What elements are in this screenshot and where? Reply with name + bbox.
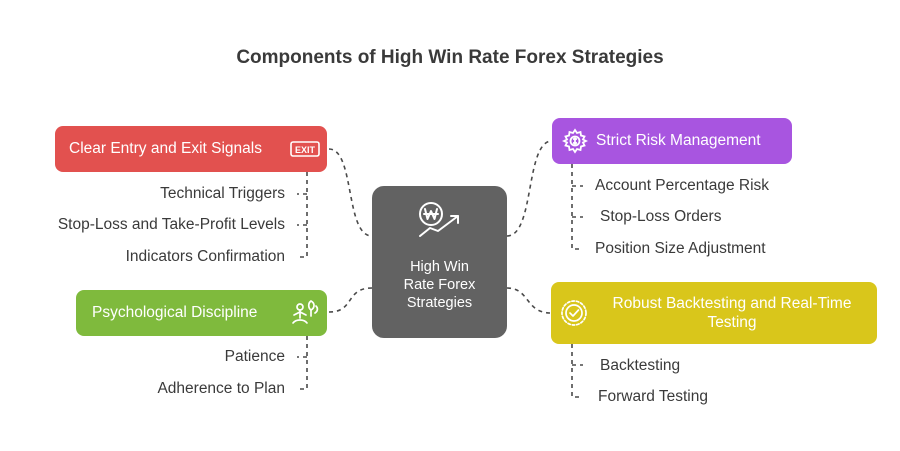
item-indicators-confirmation: Indicators Confirmation — [125, 248, 285, 265]
connector-testing — [506, 287, 552, 314]
branch-testing-label-line-1: Robust Backtesting and Real-Time — [612, 295, 852, 312]
branch-entry-exit: Clear Entry and Exit Signals — [55, 126, 327, 172]
branch-psychology-label: Psychological Discipline — [92, 304, 258, 321]
meditation-icon — [292, 300, 319, 324]
connector-psychology — [328, 287, 373, 313]
connector-testing-items — [571, 344, 583, 398]
seal-check-icon — [561, 300, 587, 326]
branch-risk: Strict Risk Management — [552, 118, 792, 164]
branch-risk-label: Strict Risk Management — [596, 132, 761, 149]
branch-psychology: Psychological Discipline — [76, 290, 327, 336]
exit-sign-text: EXIT — [295, 145, 316, 155]
item-adherence-to-plan: Adherence to Plan — [157, 380, 285, 397]
connector-entry-items — [297, 172, 308, 258]
item-stop-loss-take-profit: Stop-Loss and Take-Profit Levels — [57, 216, 285, 233]
branch-entry-exit-label: Clear Entry and Exit Signals — [69, 140, 262, 157]
connector-risk — [506, 140, 553, 237]
connector-psychology-items — [297, 336, 308, 390]
item-account-percentage-risk: Account Percentage Risk — [595, 177, 770, 194]
item-patience: Patience — [224, 348, 285, 365]
center-line-1: High Win — [410, 259, 469, 275]
item-stop-loss-orders: Stop-Loss Orders — [600, 208, 722, 225]
gear-icon — [562, 128, 588, 154]
branch-testing: Robust Backtesting and Real-Time Testing — [551, 282, 877, 344]
connector-entry-exit — [328, 148, 373, 237]
item-forward-testing: Forward Testing — [598, 388, 708, 405]
center-node: High Win Rate Forex Strategies — [372, 186, 507, 338]
diagram-title: Components of High Win Rate Forex Strate… — [236, 47, 664, 68]
center-line-3: Strategies — [406, 295, 473, 311]
money-growth-icon — [419, 202, 459, 237]
item-backtesting: Backtesting — [600, 357, 681, 374]
item-position-size-adjustment: Position Size Adjustment — [595, 240, 766, 257]
exit-sign-icon: EXIT — [290, 141, 320, 157]
center-line-2: Rate Forex — [403, 277, 476, 293]
item-technical-triggers: Technical Triggers — [160, 185, 285, 202]
connector-risk-items — [571, 164, 583, 250]
branch-testing-label-line-2: Testing — [707, 314, 757, 331]
